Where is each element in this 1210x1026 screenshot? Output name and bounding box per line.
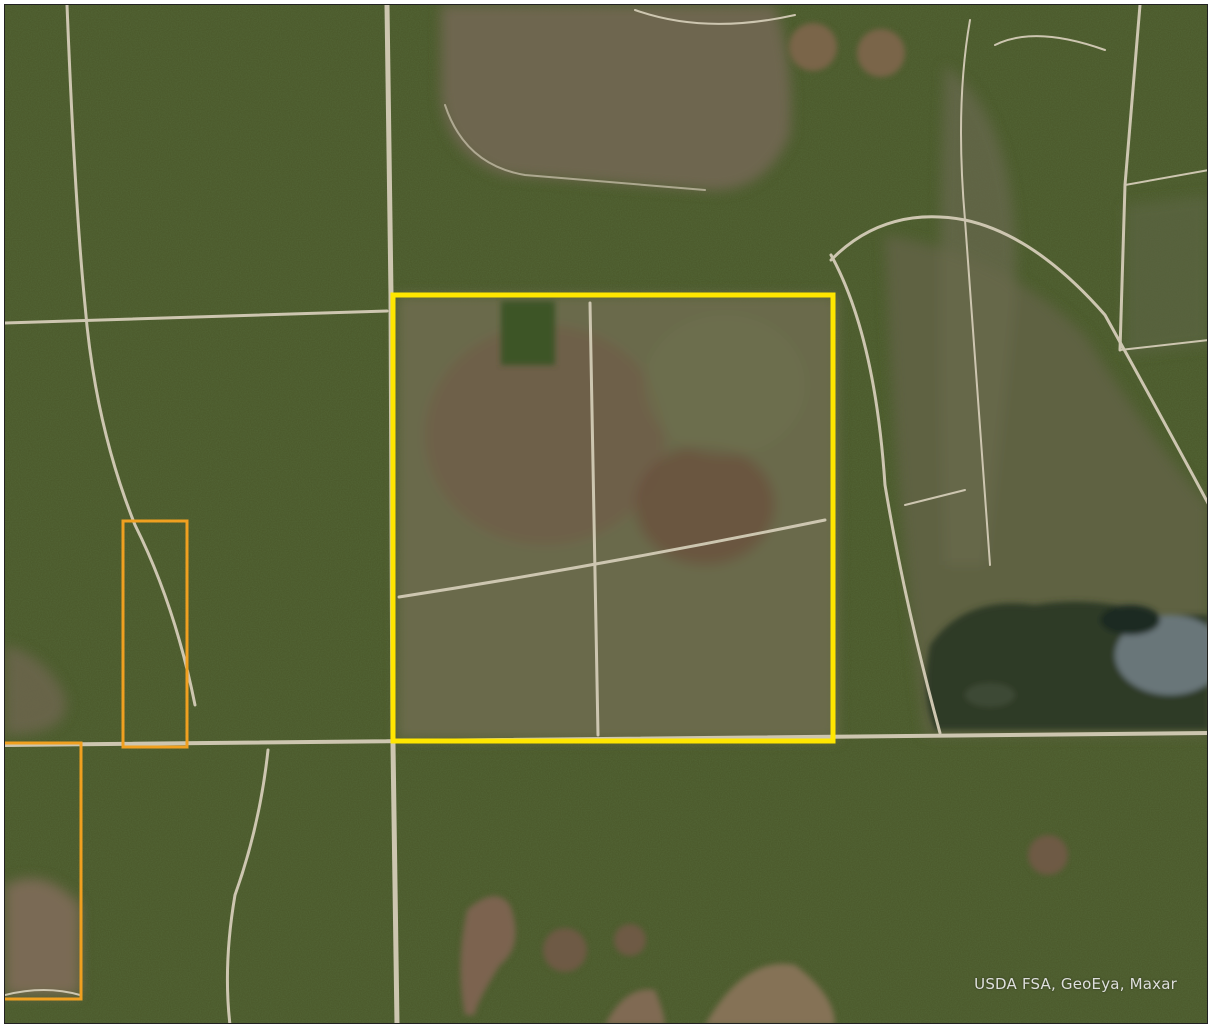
tree-stand: [501, 301, 555, 365]
ponds: [460, 23, 1068, 1023]
adjacent-parcel-boundary-1[interactable]: [121, 519, 189, 749]
map-attribution: USDA FSA, GeoEya, Maxar: [974, 975, 1177, 993]
map-frame[interactable]: USDA FSA, GeoEya, Maxar: [4, 4, 1208, 1024]
cleared-land: [5, 5, 1207, 995]
adjacent-parcel-boundary-2[interactable]: [5, 741, 83, 1001]
wetland: [926, 601, 1207, 730]
satellite-map[interactable]: [5, 5, 1208, 1024]
subject-parcel-boundary[interactable]: [390, 292, 836, 744]
